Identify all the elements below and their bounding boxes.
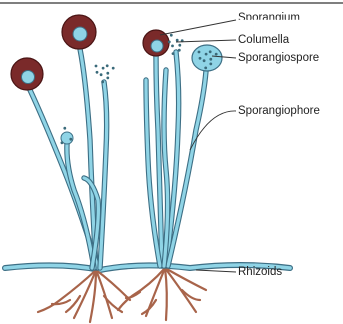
leader-sporangium xyxy=(160,20,236,35)
spore-8 xyxy=(106,64,109,67)
label-rhizoids: Rhizoids xyxy=(238,266,282,279)
spore-13 xyxy=(171,45,174,48)
spore-4 xyxy=(100,73,103,76)
spore-21 xyxy=(203,59,206,62)
spore-10 xyxy=(178,44,181,47)
spore-5 xyxy=(96,71,99,74)
spore-11 xyxy=(178,49,181,52)
spore-28 xyxy=(61,141,64,144)
columella-1 xyxy=(73,27,87,41)
spore-9 xyxy=(112,67,115,70)
spore-19 xyxy=(209,63,212,66)
label-sporangiophore: Sporangiophore xyxy=(238,105,320,118)
spore-7 xyxy=(102,67,105,70)
columella-3 xyxy=(151,40,163,52)
spore-20 xyxy=(204,67,207,70)
spore-22 xyxy=(199,57,202,60)
spore-6 xyxy=(95,65,98,68)
leader-rhizoids xyxy=(196,270,236,272)
columella-2 xyxy=(22,71,35,84)
spore-25 xyxy=(209,50,212,53)
label-columella: Columella xyxy=(238,34,289,47)
spore-15 xyxy=(170,34,173,37)
spore-23 xyxy=(198,51,201,54)
leader-columella xyxy=(176,40,236,42)
spore-16 xyxy=(176,39,179,42)
spore-14 xyxy=(168,41,171,44)
spore-1 xyxy=(106,72,109,75)
sporangiophores xyxy=(30,49,206,268)
rhizoids-left xyxy=(38,270,130,322)
spore-3 xyxy=(101,81,104,84)
rhizoids-right xyxy=(118,268,206,320)
spore-29 xyxy=(63,127,66,130)
spore-12 xyxy=(172,52,175,55)
spore-24 xyxy=(205,53,208,56)
spore-27 xyxy=(69,138,72,141)
mature-sporangium xyxy=(192,45,222,71)
spore-18 xyxy=(209,58,212,61)
spore-26 xyxy=(215,53,218,56)
spore-2 xyxy=(106,77,109,80)
label-sporangiospore: Sporangiospore xyxy=(238,52,319,65)
